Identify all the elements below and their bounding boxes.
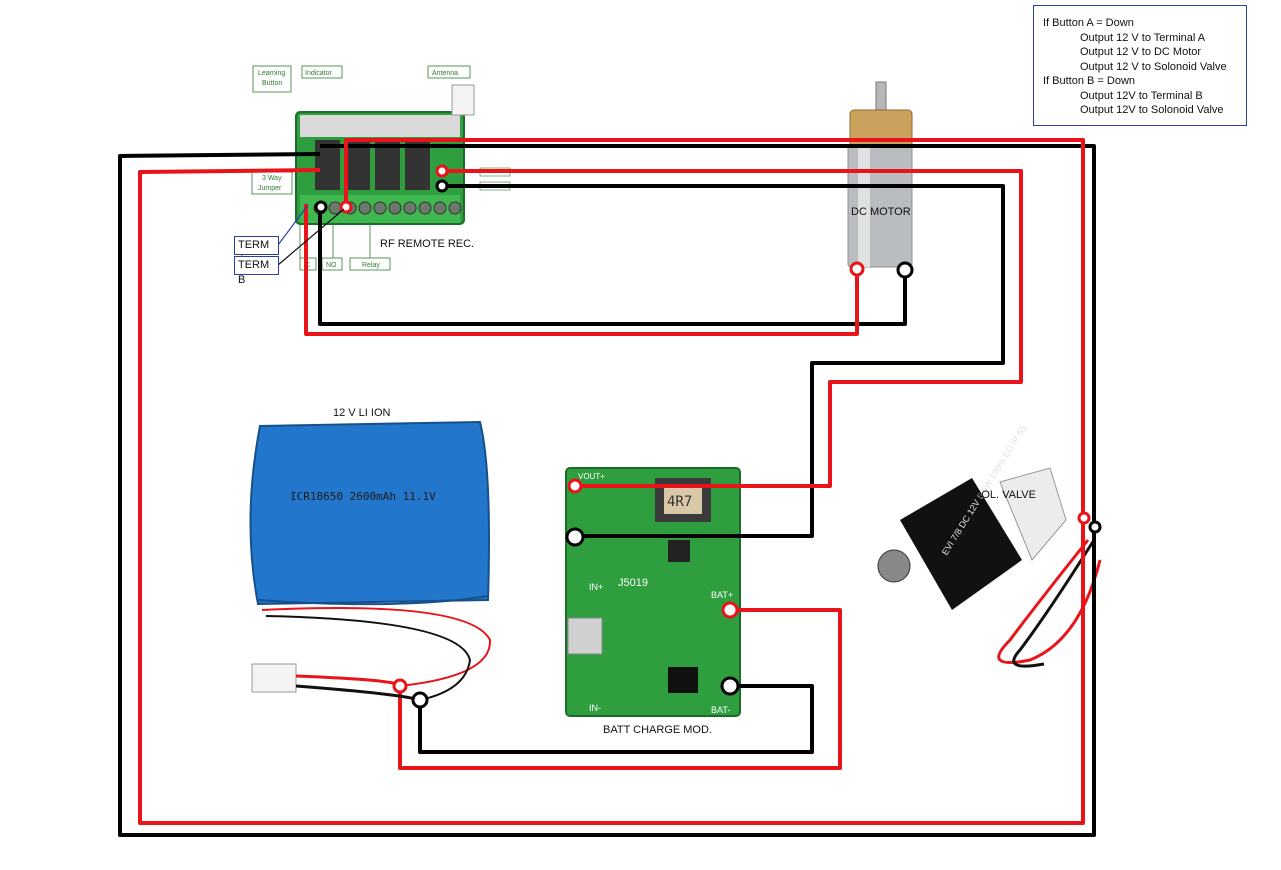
- note-line-1: If Button A = Down: [1043, 17, 1134, 29]
- solenoid-label: SOL. VALVE: [974, 489, 1036, 501]
- wire-pos-motor: [304, 204, 859, 336]
- note-line-4: Output 12 V to Solonoid Valve: [1080, 60, 1227, 73]
- charger-vout: VOUT+: [578, 472, 605, 481]
- term-b-label: TERM B: [238, 259, 270, 286]
- logic-notes-box: If Button A = Down Output 12 V to Termin…: [1033, 5, 1247, 126]
- battery-wire-red: [261, 607, 492, 687]
- wire-pos-charger-out: [442, 169, 1023, 488]
- charger-chip: J5019: [618, 577, 648, 589]
- term-a-leader: [277, 204, 309, 246]
- term-b-box: TERM B: [234, 256, 279, 286]
- solenoid-valve: [877, 467, 1102, 668]
- callout-no: NO: [326, 262, 337, 269]
- battery-lead-red: [295, 674, 402, 688]
- dc-motor-label: DC MOTOR: [851, 206, 911, 218]
- wire-neg-charger-bat: [418, 684, 814, 754]
- positive-wires: [138, 138, 1085, 825]
- rf-receiver-label: RF REMOTE REC.: [380, 238, 474, 250]
- charger-inductor: 4R7: [667, 494, 692, 510]
- note-line-2: Output 12 V to Terminal A: [1080, 31, 1206, 44]
- note-line-7: Output 12V to Solonoid Valve: [1080, 104, 1224, 116]
- charger-bat-minus: BAT-: [711, 705, 730, 715]
- battery-wire-black: [265, 615, 472, 701]
- callout-antenna: Antenna: [432, 70, 458, 77]
- callout-relay: Relay: [362, 262, 380, 269]
- terminal-markers: [314, 164, 1102, 709]
- callout-indicator: Indicator: [305, 70, 333, 77]
- term-b-leader: [277, 208, 345, 266]
- battery-label: 12 V LI ION: [333, 407, 391, 419]
- wire-pos-main-loop: [138, 138, 1085, 825]
- wire-pos-charger-bat: [398, 608, 842, 770]
- wire-neg-motor: [318, 207, 907, 326]
- dc-motor: [847, 81, 913, 268]
- charger-in-minus: IN-: [589, 703, 601, 713]
- note-line-5: If Button B = Down: [1043, 75, 1136, 87]
- term-a-box: TERM A: [234, 236, 279, 266]
- battery-pack: [249, 420, 490, 693]
- charger-label: BATT CHARGE MOD.: [603, 724, 712, 736]
- charger-in-plus: IN+: [589, 582, 603, 592]
- note-line-3: Output 12 V to DC Motor: [1080, 46, 1202, 58]
- battery-print: ICR18650 2600mAh 11.1V: [290, 490, 436, 503]
- wire-neg-charger-out: [442, 184, 1005, 538]
- charger-bat-plus: BAT+: [711, 590, 733, 600]
- negative-wires: [118, 144, 1096, 837]
- wire-neg-main-loop: [118, 144, 1096, 837]
- note-line-6: Output 12V to Terminal B: [1080, 89, 1203, 102]
